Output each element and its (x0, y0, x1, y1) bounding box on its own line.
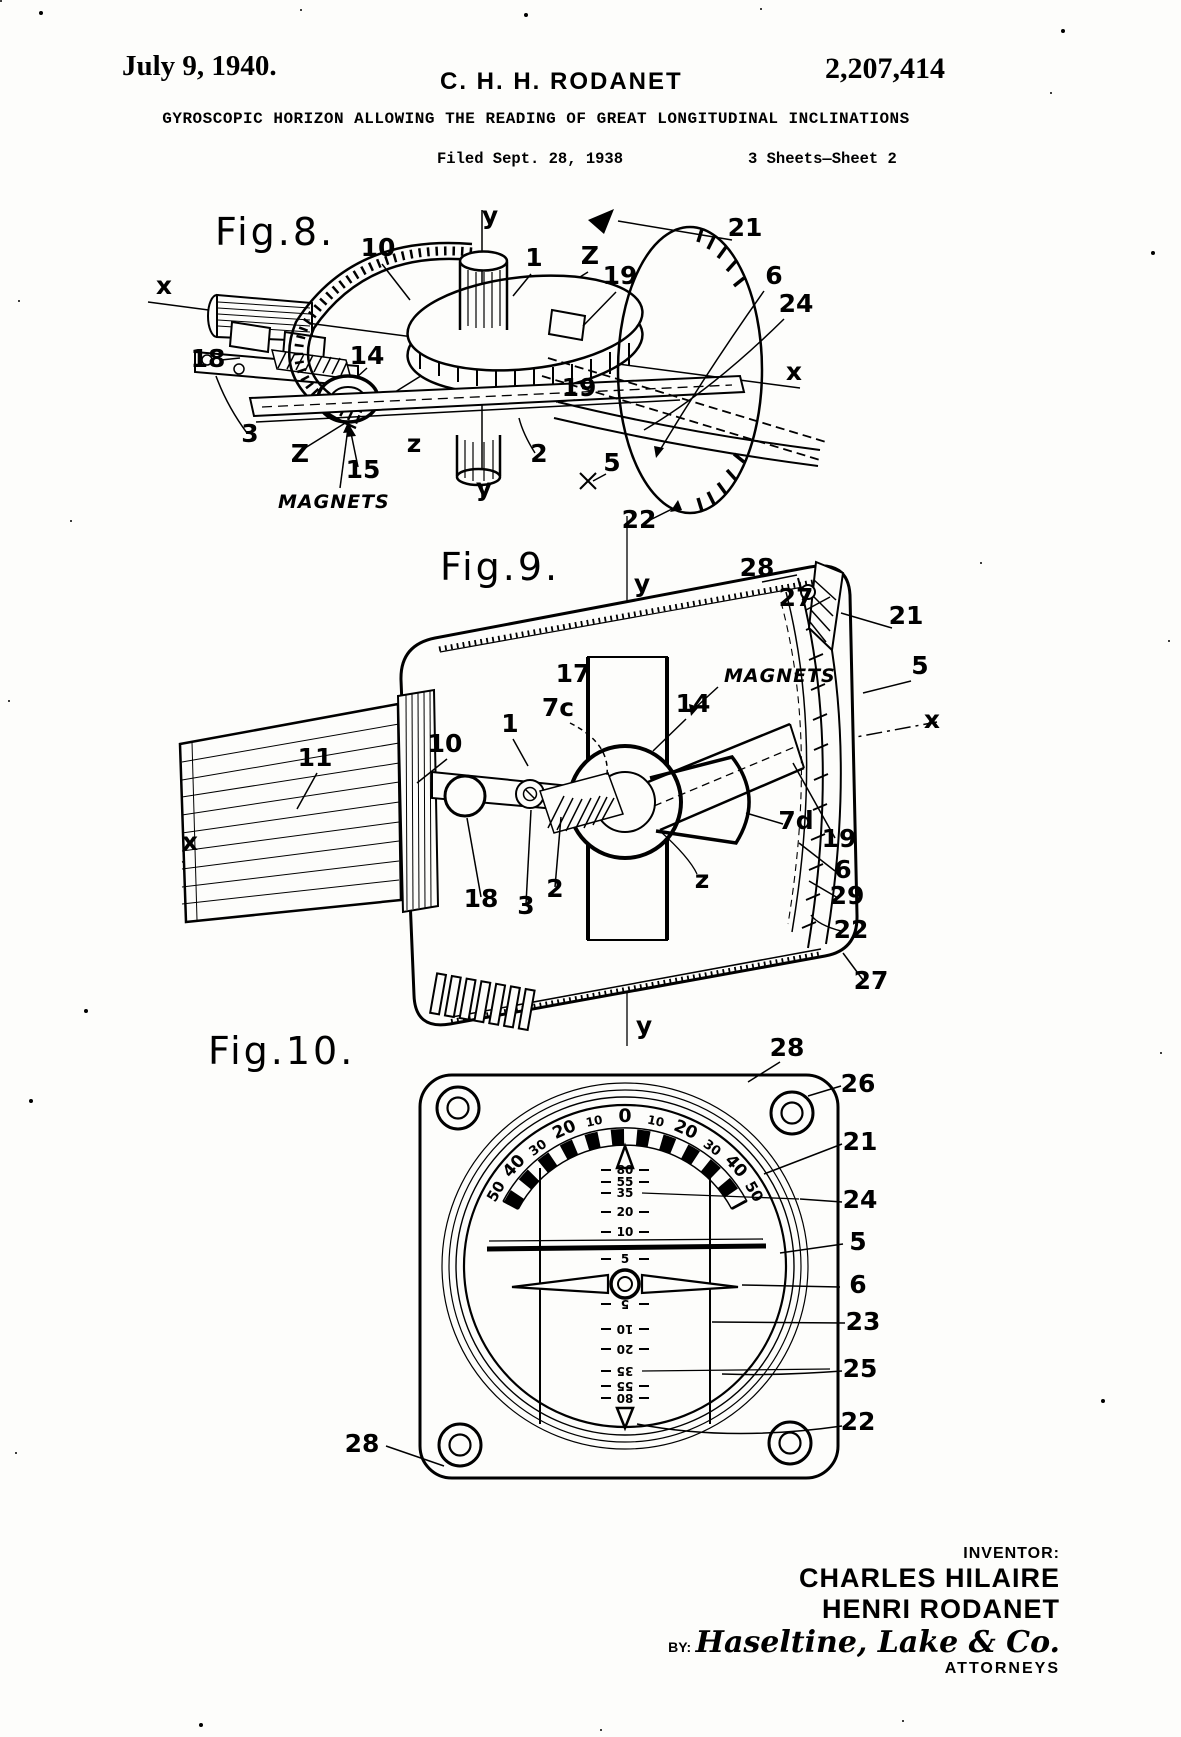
fig8-drawing: Fig.8. x x y y Z Z z 10 1 19 21 6 24 18 … (120, 190, 960, 542)
fig10-ref-23: 23 (846, 1307, 881, 1336)
fig9-magnets-label: MAGNETS (724, 665, 836, 687)
fig9-ref-28: 28 (740, 553, 775, 582)
pitch-num: 10 (617, 1225, 634, 1239)
fig8-ref-3: 3 (241, 419, 258, 448)
fig8-ref-10: 10 (361, 233, 396, 262)
fig9-ref-6: 6 (834, 855, 851, 884)
fig9-ref-29: 29 (830, 881, 865, 910)
fig9-pivot-hole (445, 776, 485, 816)
fig10-ref-21: 21 (843, 1127, 878, 1156)
footer-by-label: BY: (668, 1639, 691, 1655)
header-title: GYROSCOPIC HORIZON ALLOWING THE READING … (122, 110, 950, 128)
fig9-ref-3: 3 (517, 891, 534, 920)
bank-num-zero: 0 (618, 1105, 631, 1127)
fig9-ref-27-bottom: 27 (854, 966, 889, 995)
fig10-title: Fig.10. (208, 1029, 355, 1073)
fig9-ref-2: 2 (546, 874, 563, 903)
fig8-ref-14: 14 (350, 341, 385, 370)
fig10-drawing: 50 40 30 20 10 0 10 20 30 40 50 (190, 1020, 890, 1492)
pitch-num-inverted: 80 (617, 1391, 634, 1405)
footer-inventor-name-2: HENRI RODANET (668, 1594, 1060, 1625)
fig9-title: Fig.9. (440, 545, 560, 589)
fig10-horizon-bar (487, 1246, 766, 1249)
fig8-axis-z-lower-label: Z (291, 439, 309, 468)
fig10-ref-28-top: 28 (770, 1033, 805, 1062)
pitch-num: 20 (617, 1205, 634, 1219)
fig8-axis-x-right-label: x (786, 357, 802, 386)
pitch-num-inverted: 10 (617, 1322, 634, 1336)
fig9-ref-5: 5 (911, 651, 928, 680)
fig8-index-wedge (588, 209, 614, 234)
fig9-axis-x-left-label: x (182, 827, 198, 856)
fig8-ref-18: 18 (191, 344, 226, 373)
fig9-ref-11: 11 (298, 743, 333, 772)
fig10-ref-6: 6 (849, 1270, 866, 1299)
fig8-ref-5: 5 (603, 448, 620, 477)
fig9-axis-y-top-label: y (634, 569, 650, 598)
fig9-ref-21: 21 (889, 601, 924, 630)
fig9-ref-7c: 7c (542, 693, 574, 722)
fig9-ref-1: 1 (501, 709, 518, 738)
fig8-ref-15: 15 (346, 455, 381, 484)
fig9-axis-x-right-label: x (924, 705, 940, 734)
fig9-axis-z-label: z (695, 865, 710, 894)
fig10-ref-26: 26 (841, 1069, 876, 1098)
fig9-ref-7d: 7d (778, 806, 813, 835)
fig8-axis-z-small-label: z (407, 429, 422, 458)
signature-block: INVENTOR: CHARLES HILAIRE HENRI RODANET … (668, 1545, 1060, 1678)
footer-attorney-signature: Haseltine, Lake & Co. (696, 1625, 1060, 1660)
fig9-ref-27-top: 27 (779, 583, 814, 612)
header-filed-date: Filed Sept. 28, 1938 (437, 150, 623, 168)
fig8-axis-y-bottom-label: y (476, 473, 492, 502)
fig10-ref-24: 24 (843, 1185, 878, 1214)
fig10-ref-22: 22 (841, 1407, 876, 1436)
pitch-num: 35 (617, 1186, 634, 1200)
pitch-num-inverted: 55 (617, 1379, 634, 1393)
pitch-num: 5 (621, 1252, 629, 1266)
header-sheet-info: 3 Sheets—Sheet 2 (748, 150, 897, 168)
fig10-ref-25: 25 (843, 1354, 878, 1383)
fig8-axis-y-top-label: y (482, 201, 498, 230)
fig8-axis-z-upper-label: Z (581, 241, 599, 270)
header-patent-number: 2,207,414 (815, 52, 945, 86)
footer-inventor-label: INVENTOR: (668, 1545, 1060, 1563)
footer-by-line: BY: Haseltine, Lake & Co. (668, 1625, 1060, 1660)
fig8-ref-24: 24 (779, 289, 814, 318)
fig10-ref-28-bottom: 28 (345, 1429, 380, 1458)
header-date: July 9, 1940. (122, 50, 277, 83)
fig8-title: Fig.8. (215, 210, 335, 254)
fig9-ref-22: 22 (834, 915, 869, 944)
fig8-axis-x-left-label: x (156, 271, 172, 300)
fig8-ref-21: 21 (728, 213, 763, 242)
pitch-num-inverted: 20 (617, 1342, 634, 1356)
pitch-num-inverted: 35 (617, 1364, 634, 1378)
fig10-ref-5: 5 (849, 1227, 866, 1256)
fig9-tube-flange (398, 690, 438, 912)
fig9-ref-10: 10 (428, 729, 463, 758)
fig9-mounting-tube (180, 704, 401, 922)
fig9-drawing: Fig.9. y y x x 28 27 21 5 17 7c 14 1 10 … (140, 500, 1040, 1060)
footer-inventor-name-1: CHARLES HILAIRE (668, 1563, 1060, 1594)
footer-attorneys-label: ATTORNEYS (668, 1660, 1060, 1678)
fig9-ref-14: 14 (676, 689, 711, 718)
header-inventor-name: C. H. H. RODANET (440, 68, 683, 96)
scan-speckles (0, 0, 2, 2)
fig8-ref-19-upper: 19 (603, 261, 638, 290)
fig8-ref-19-lower: 19 (562, 373, 597, 402)
fig8-ref-2: 2 (530, 439, 547, 468)
fig9-ref-18: 18 (464, 884, 499, 913)
fig8-ref-6: 6 (765, 261, 782, 290)
fig9-ref-17: 17 (556, 659, 591, 688)
fig9-ref-19: 19 (822, 824, 857, 853)
fig8-ref-1: 1 (525, 243, 542, 272)
